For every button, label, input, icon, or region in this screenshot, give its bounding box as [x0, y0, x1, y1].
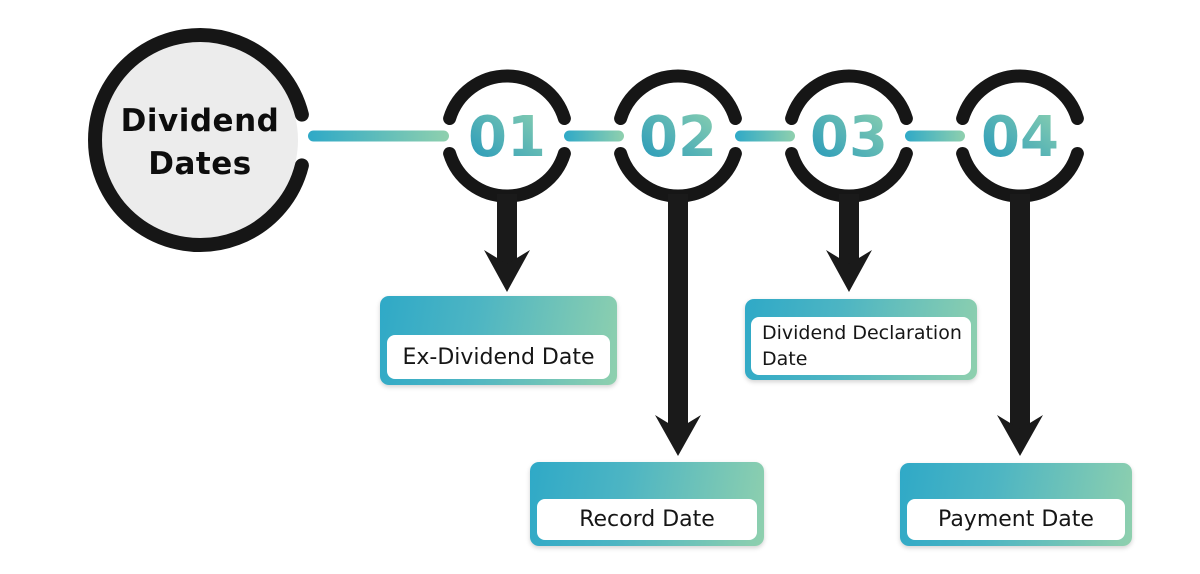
connector-line-1-to-2 — [564, 130, 624, 142]
step-number-4: 04 — [981, 105, 1059, 170]
card-label: Payment Date — [907, 499, 1125, 540]
card-label: Record Date — [537, 499, 757, 540]
card-label: Ex-Dividend Date — [387, 335, 610, 379]
connector-line-3-to-4 — [905, 130, 965, 142]
card-record-date: Record Date — [530, 462, 764, 546]
connector-line-hub-to-1 — [308, 130, 449, 142]
card-label: Dividend Declaration Date — [751, 317, 971, 375]
step-number-2: 02 — [639, 105, 717, 170]
card-dividend-declaration-date: Dividend Declaration Date — [745, 299, 977, 380]
arrow-down-3 — [826, 194, 872, 292]
arrow-down-2 — [655, 194, 701, 456]
step-number-1: 01 — [468, 105, 546, 170]
arrow-down-4 — [997, 194, 1043, 456]
connector-line-2-to-3 — [735, 130, 795, 142]
hub-circle-ring — [88, 28, 309, 252]
arrow-down-1 — [484, 194, 530, 292]
card-ex-dividend-date: Ex-Dividend Date — [380, 296, 617, 385]
diagram-title: Dividend Dates — [120, 103, 280, 182]
card-payment-date: Payment Date — [900, 463, 1132, 546]
step-number-3: 03 — [810, 105, 888, 170]
hub-circle-fill — [102, 42, 298, 238]
